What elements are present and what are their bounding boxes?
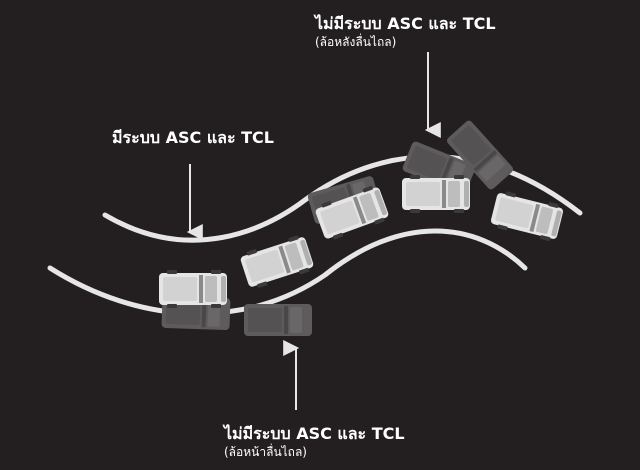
label-with-asc: มีระบบ ASC และ TCL [112,128,274,148]
label-subtitle: (ล้อหลังลื่นไถล) [315,35,397,49]
pickup-truck-icon [159,270,227,308]
pickup-truck-icon [402,175,470,213]
pickup-truck-icon [238,233,316,291]
label-subtitle: (ล้อหน้าลื่นไถล) [224,445,307,459]
label-title: ไม่มีระบบ ASC และ TCL [315,14,496,33]
pickup-truck-icon [489,189,565,243]
road-inner-edge [47,228,528,316]
trucks [159,175,565,308]
label-no-asc-front-slip: ไม่มีระบบ ASC และ TCL (ล้อหน้าลื่นไถล) [224,424,405,460]
label-title: ไม่มีระบบ ASC และ TCL [224,424,405,443]
ghost-truck-icon [244,304,312,336]
label-title: มีระบบ ASC และ TCL [112,128,274,147]
label-no-asc-rear-slip: ไม่มีระบบ ASC และ TCL (ล้อหลังลื่นไถล) [315,14,496,50]
arrows [186,52,441,410]
